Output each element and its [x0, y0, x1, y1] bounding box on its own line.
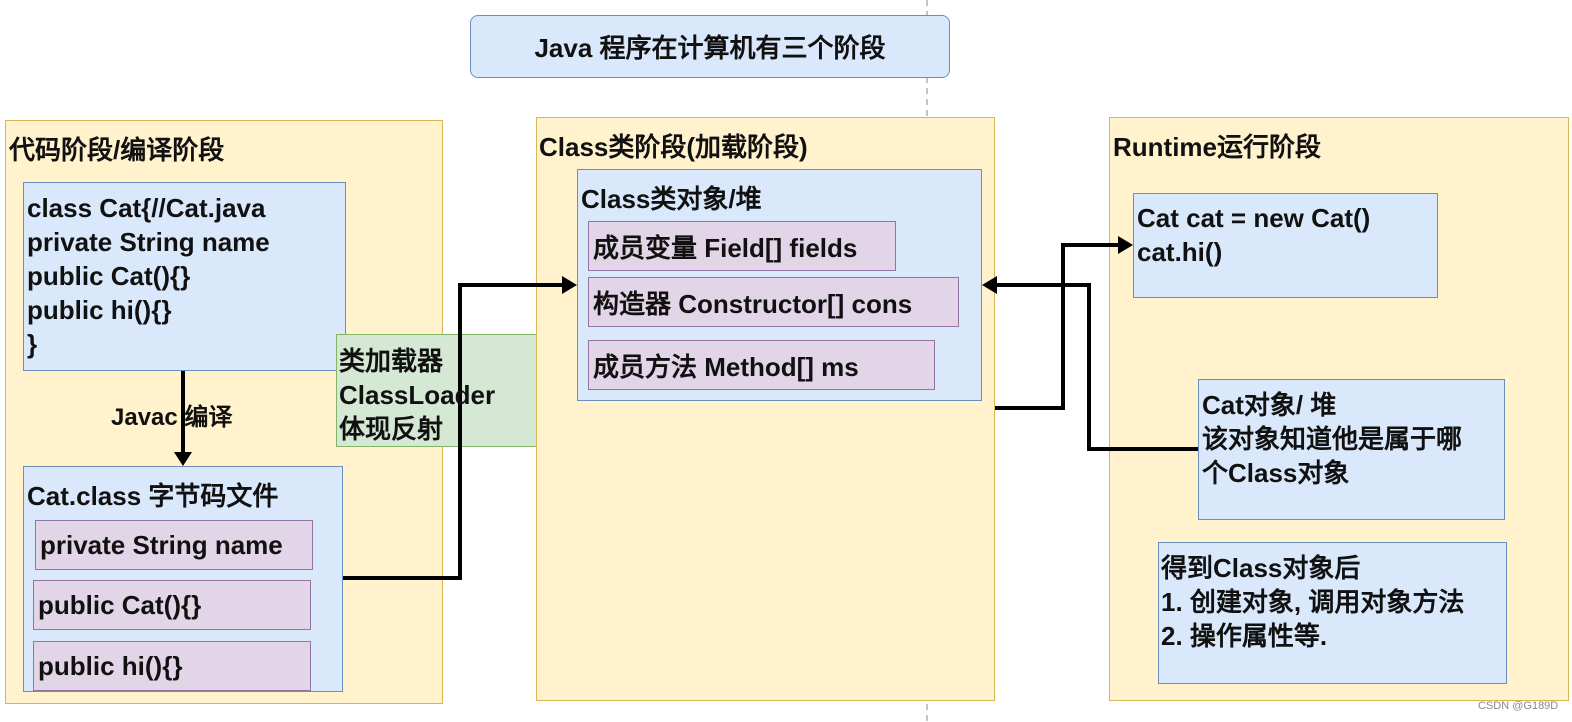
class-to-runtime-arrow [995, 243, 1122, 410]
stage-class-loading-label: Class类阶段(加载阶段) [539, 132, 808, 162]
class-to-runtime-arrow-head [1118, 236, 1133, 254]
text-line: Cat对象/ 堆 [1202, 390, 1337, 420]
classloader-arrow [343, 283, 566, 580]
bytecode-item: public hi(){} [33, 641, 311, 691]
code-line: class Cat{//Cat.java [27, 193, 266, 223]
object-to-class-arrow [993, 283, 1198, 451]
cat-object-text: Cat对象/ 堆 该对象知道他是属于哪 个Class对象 [1202, 388, 1462, 490]
classloader-text: 类加载器 ClassLoader 体现反射 [339, 344, 495, 446]
source-code-box [23, 182, 346, 371]
text-line: 该对象知道他是属于哪 [1202, 424, 1463, 454]
text-line: 个Class对象 [1202, 458, 1350, 488]
after-class-object-box [1158, 542, 1507, 684]
watermark: CSDN @G189D [1478, 700, 1559, 712]
text-line: ClassLoader [339, 380, 496, 410]
bytecode-item: public Cat(){} [33, 580, 311, 630]
text-line: 1. 创建对象, 调用对象方法 [1161, 587, 1465, 617]
bytecode-item: private String name [35, 520, 313, 570]
member-methods: 成员方法 Method[] ms [588, 340, 935, 390]
text-line: 类加载器 [339, 346, 444, 376]
code-line: } [27, 329, 38, 359]
code-line: public hi(){} [27, 295, 172, 325]
code-line: private String name [27, 227, 270, 257]
cat-object-box [1198, 379, 1505, 520]
diagram-title: Java 程序在计算机有三个阶段 [470, 15, 950, 78]
bytecode-title: Cat.class 字节码文件 [27, 481, 279, 511]
after-class-object-text: 得到Class对象后 1. 创建对象, 调用对象方法 2. 操作属性等. [1161, 551, 1464, 653]
compile-label: Javac 编译 [111, 404, 233, 431]
code-line: public Cat(){} [27, 261, 191, 291]
code-line: cat.hi() [1137, 237, 1223, 267]
classloader-box [336, 334, 548, 447]
classloader-arrow-head [562, 276, 577, 294]
object-to-class-arrow-head [982, 276, 997, 294]
class-object-heap-title: Class类对象/堆 [581, 184, 762, 214]
stage-code-compile-label: 代码阶段/编译阶段 [9, 135, 225, 165]
text-line: 2. 操作属性等. [1161, 621, 1328, 651]
stage-runtime-label: Runtime运行阶段 [1113, 132, 1322, 162]
code-line: Cat cat = new Cat() [1137, 203, 1371, 233]
text-line: 体现反射 [339, 414, 444, 444]
member-fields: 成员变量 Field[] fields [588, 221, 896, 271]
runtime-code-box [1133, 193, 1438, 298]
runtime-code: Cat cat = new Cat() cat.hi() [1137, 201, 1370, 269]
member-constructors: 构造器 Constructor[] cons [588, 277, 959, 327]
compile-arrow-head [174, 452, 192, 466]
text-line: 得到Class对象后 [1161, 553, 1361, 583]
source-code: class Cat{//Cat.java private String name… [27, 191, 270, 361]
